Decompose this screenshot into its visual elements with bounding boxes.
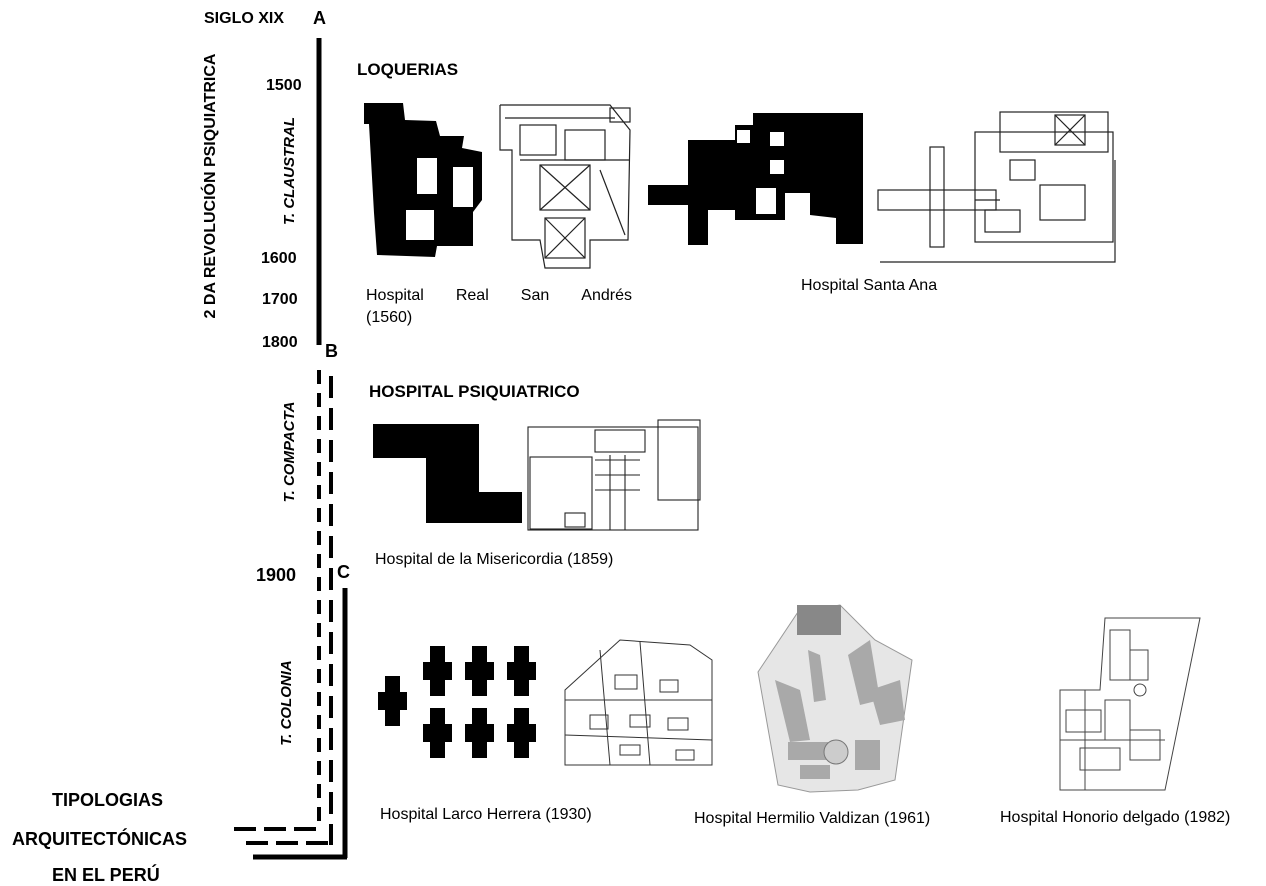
marker-a: A <box>313 8 326 28</box>
year-1900: 1900 <box>256 565 297 585</box>
section-hospital-psiquiatrico: HOSPITAL PSIQUIATRICO <box>369 382 580 401</box>
century-label: SIGLO XIX <box>204 10 285 27</box>
year-1700: 1700 <box>262 291 298 308</box>
caption-santa-ana: Hospital Santa Ana <box>801 277 938 294</box>
caption-san-andres-word-2: Real <box>455 287 489 304</box>
year-1600: 1600 <box>261 250 297 267</box>
caption-san-andres-word-4: Andrés <box>581 287 632 304</box>
caption-san-andres-word-1: Hospital <box>366 287 424 304</box>
title-line-2: ARQUITECTÓNICAS <box>12 829 187 849</box>
caption-larco: Hospital Larco Herrera (1930) <box>380 806 592 823</box>
caption-san-andres: Hospital Real San Andrés <box>366 287 632 305</box>
caption-san-andres-year: (1560) <box>366 309 413 326</box>
year-1800: 1800 <box>262 334 298 351</box>
caption-san-andres-word-3: San <box>520 287 550 304</box>
section-loquerias: LOQUERIAS <box>357 60 459 79</box>
caption-misericordia: Hospital de la Misericordia (1859) <box>375 551 614 568</box>
year-1500: 1500 <box>266 77 302 94</box>
caption-valdizan: Hospital Hermilio Valdizan (1961) <box>694 810 931 827</box>
marker-c: C <box>337 562 350 582</box>
marker-b: B <box>325 341 338 361</box>
title-line-3: EN EL PERÚ <box>52 865 160 885</box>
caption-delgado: Hospital Honorio delgado (1982) <box>1000 809 1231 826</box>
title-line-1: TIPOLOGIAS <box>52 790 164 810</box>
